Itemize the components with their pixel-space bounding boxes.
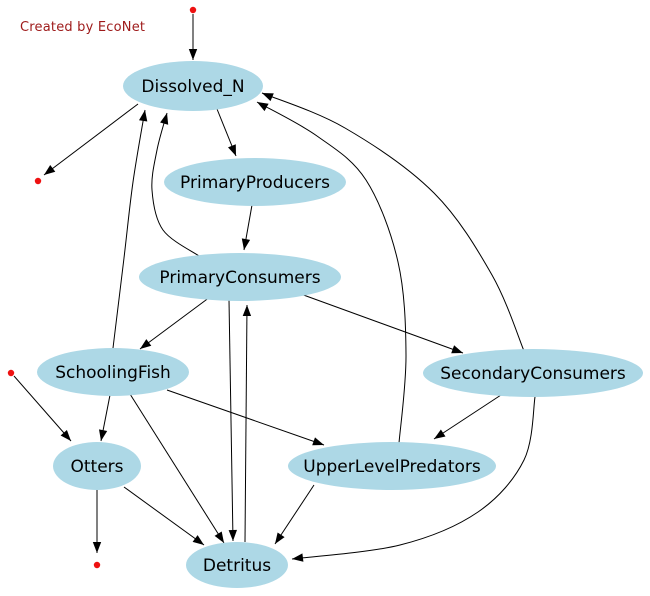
schooling-fish-ellipse [37, 348, 189, 396]
arrowhead-dissolved-n-export-left [44, 165, 56, 175]
arrowhead-primary-consumers-dissolved-n [160, 113, 169, 125]
arrowhead-import-left-otters [60, 430, 71, 441]
edge-schooling-fish-detritus [129, 393, 225, 544]
arrowhead-schooling-fish-upper-level-predators [312, 437, 324, 446]
arrowhead-detritus-primary-consumers [242, 305, 252, 316]
arrowhead-schooling-fish-dissolved-n [139, 110, 148, 122]
arrowhead-secondary-consumers-dissolved-n [262, 93, 274, 102]
edge-dissolved-n-export-left [43, 103, 139, 176]
detritus-ellipse [186, 542, 288, 588]
edge-secondary-consumers-upper-level-predators [433, 394, 502, 440]
arrowhead-otters-export-bottom [92, 542, 102, 553]
otters-label: Otters [70, 457, 123, 477]
arrowhead-primary-consumers-secondary-consumers [451, 345, 463, 354]
node-otters: Otters [53, 442, 141, 490]
otters-ellipse [53, 442, 141, 490]
arrowhead-schooling-fish-otters [99, 429, 108, 441]
edge-primary-consumers-dissolved-n [151, 112, 200, 257]
edge-upper-level-predators-detritus [274, 484, 315, 545]
arrowhead-otters-detritus [192, 535, 204, 545]
upper-level-predators-ellipse [288, 442, 496, 490]
primary-producers-ellipse [164, 158, 346, 206]
edge-primary-consumers-detritus [228, 299, 234, 542]
arrowhead-primary-producers-primary-consumers [241, 238, 251, 250]
edge-primary-consumers-schooling-fish [139, 296, 211, 350]
arrowhead-dissolved-n-primary-producers [228, 144, 236, 156]
primary-producers-label: PrimaryProducers [180, 173, 330, 193]
node-secondary-consumers: SecondaryConsumers [423, 349, 643, 397]
node-schooling-fish: SchoolingFish [37, 348, 189, 396]
node-dissolved-n: Dissolved_N [123, 61, 263, 111]
edge-import-left-otters [13, 375, 72, 442]
node-primary-producers: PrimaryProducers [164, 158, 346, 206]
arrowhead-primary-consumers-detritus [228, 529, 237, 541]
edge-otters-detritus [123, 486, 205, 546]
dissolved-n-label: Dissolved_N [141, 77, 244, 97]
upper-level-predators-label: UpperLevelPredators [303, 457, 481, 477]
node-primary-consumers: PrimaryConsumers [139, 253, 341, 301]
arrowhead-import-top-dissolved-n [188, 49, 198, 60]
edge-detritus-primary-consumers [244, 304, 248, 543]
arrowhead-primary-consumers-schooling-fish [140, 339, 152, 349]
dissolved-n-ellipse [123, 61, 263, 111]
edge-upper-level-predators-dissolved-n [256, 101, 407, 444]
edge-schooling-fish-upper-level-predators [166, 389, 325, 446]
secondary-consumers-label: SecondaryConsumers [440, 364, 626, 384]
node-detritus: Detritus [186, 542, 288, 588]
terminal-dot-export-bottom [93, 561, 101, 569]
schooling-fish-label: SchoolingFish [55, 363, 171, 383]
credit-text: Created by EcoNet [20, 20, 146, 35]
arrowhead-secondary-consumers-upper-level-predators [434, 429, 446, 439]
arrowhead-upper-level-predators-dissolved-n [257, 102, 269, 112]
node-upper-level-predators: UpperLevelPredators [288, 442, 496, 490]
edge-secondary-consumers-dissolved-n [261, 92, 525, 352]
arrowhead-secondary-consumers-detritus [292, 553, 304, 562]
terminal-dot-import-top [189, 6, 197, 14]
detritus-label: Detritus [203, 556, 271, 576]
edge-primary-consumers-secondary-consumers [297, 292, 464, 354]
arrowhead-schooling-fish-detritus [214, 531, 224, 543]
primary-consumers-ellipse [139, 253, 341, 301]
edge-secondary-consumers-detritus [291, 396, 536, 560]
terminal-dot-import-left [7, 369, 15, 377]
terminal-dot-export-left [34, 177, 42, 185]
primary-consumers-label: PrimaryConsumers [159, 268, 320, 288]
arrowhead-upper-level-predators-detritus [275, 532, 285, 544]
secondary-consumers-ellipse [423, 349, 643, 397]
edge-schooling-fish-dissolved-n [112, 109, 146, 349]
